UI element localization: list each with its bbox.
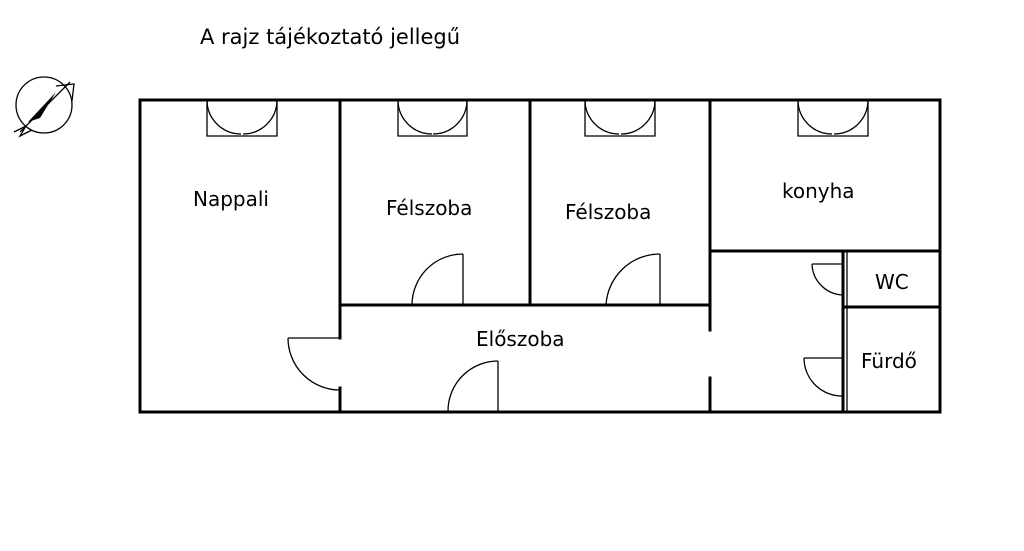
door-felszoba-2: [605, 253, 661, 306]
plan-caption: A rajz tájékoztató jellegű: [200, 25, 460, 49]
window-konyha: [797, 99, 869, 137]
room-label-eloszoba: Előszoba: [476, 327, 565, 351]
doors: [287, 253, 844, 412]
door-eloszoba: [447, 360, 499, 412]
window-nappali: [206, 99, 278, 137]
window-felszoba-1: [397, 99, 468, 137]
inner-walls: [338, 98, 942, 414]
room-label-konyha: konyha: [782, 179, 855, 203]
north-arrow-icon: [13, 76, 75, 138]
door-nappali: [287, 337, 341, 391]
room-labels: Nappali Félszoba Félszoba konyha WC Elős…: [193, 179, 917, 373]
door-furdo: [803, 357, 844, 397]
room-label-wc: WC: [875, 270, 909, 294]
door-wc: [811, 263, 844, 296]
window-felszoba-2: [584, 99, 656, 137]
windows: [206, 99, 869, 137]
door-felszoba-1: [411, 253, 464, 306]
room-label-felszoba-2: Félszoba: [565, 200, 651, 224]
room-label-felszoba-1: Félszoba: [386, 196, 472, 220]
outer-walls: [138, 98, 942, 414]
room-label-nappali: Nappali: [193, 187, 269, 211]
room-label-furdo: Fürdő: [861, 349, 917, 373]
